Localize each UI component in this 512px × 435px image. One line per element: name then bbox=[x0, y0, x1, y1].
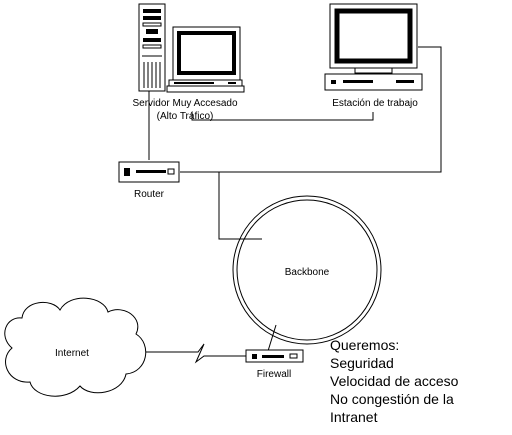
wire-server-workstation bbox=[191, 112, 374, 121]
goals-item: Seguridad bbox=[330, 355, 394, 371]
connection-lines bbox=[140, 46, 442, 364]
workstation-icon bbox=[324, 3, 423, 91]
wire-firewall-backbone bbox=[267, 324, 277, 352]
goals-item: Intranet bbox=[330, 409, 378, 425]
firewall-label: Firewall bbox=[257, 369, 291, 380]
server-icon bbox=[138, 3, 245, 93]
backbone-ring-icon bbox=[232, 195, 382, 345]
goals-text-block: Queremos: Seguridad Velocidad de acceso … bbox=[330, 337, 459, 425]
goals-item: Velocidad de acceso bbox=[330, 373, 459, 389]
firewall-icon bbox=[245, 349, 304, 363]
internet-cloud-icon bbox=[4, 297, 147, 397]
wire-workstation-router bbox=[180, 46, 442, 173]
server-label-line2: (Alto Tráfico) bbox=[157, 111, 214, 122]
goals-item: No congestión de la bbox=[330, 391, 454, 407]
wire-internet-firewall bbox=[140, 343, 246, 364]
internet-label: Internet bbox=[55, 348, 89, 359]
router-label: Router bbox=[134, 189, 165, 200]
wire-router-backbone bbox=[218, 172, 262, 240]
server-label-line1: Servidor Muy Accesado bbox=[132, 98, 237, 109]
workstation-label: Estación de trabajo bbox=[332, 98, 418, 109]
router-icon bbox=[118, 161, 180, 183]
goals-title: Queremos: bbox=[330, 337, 399, 353]
backbone-label: Backbone bbox=[285, 267, 330, 278]
